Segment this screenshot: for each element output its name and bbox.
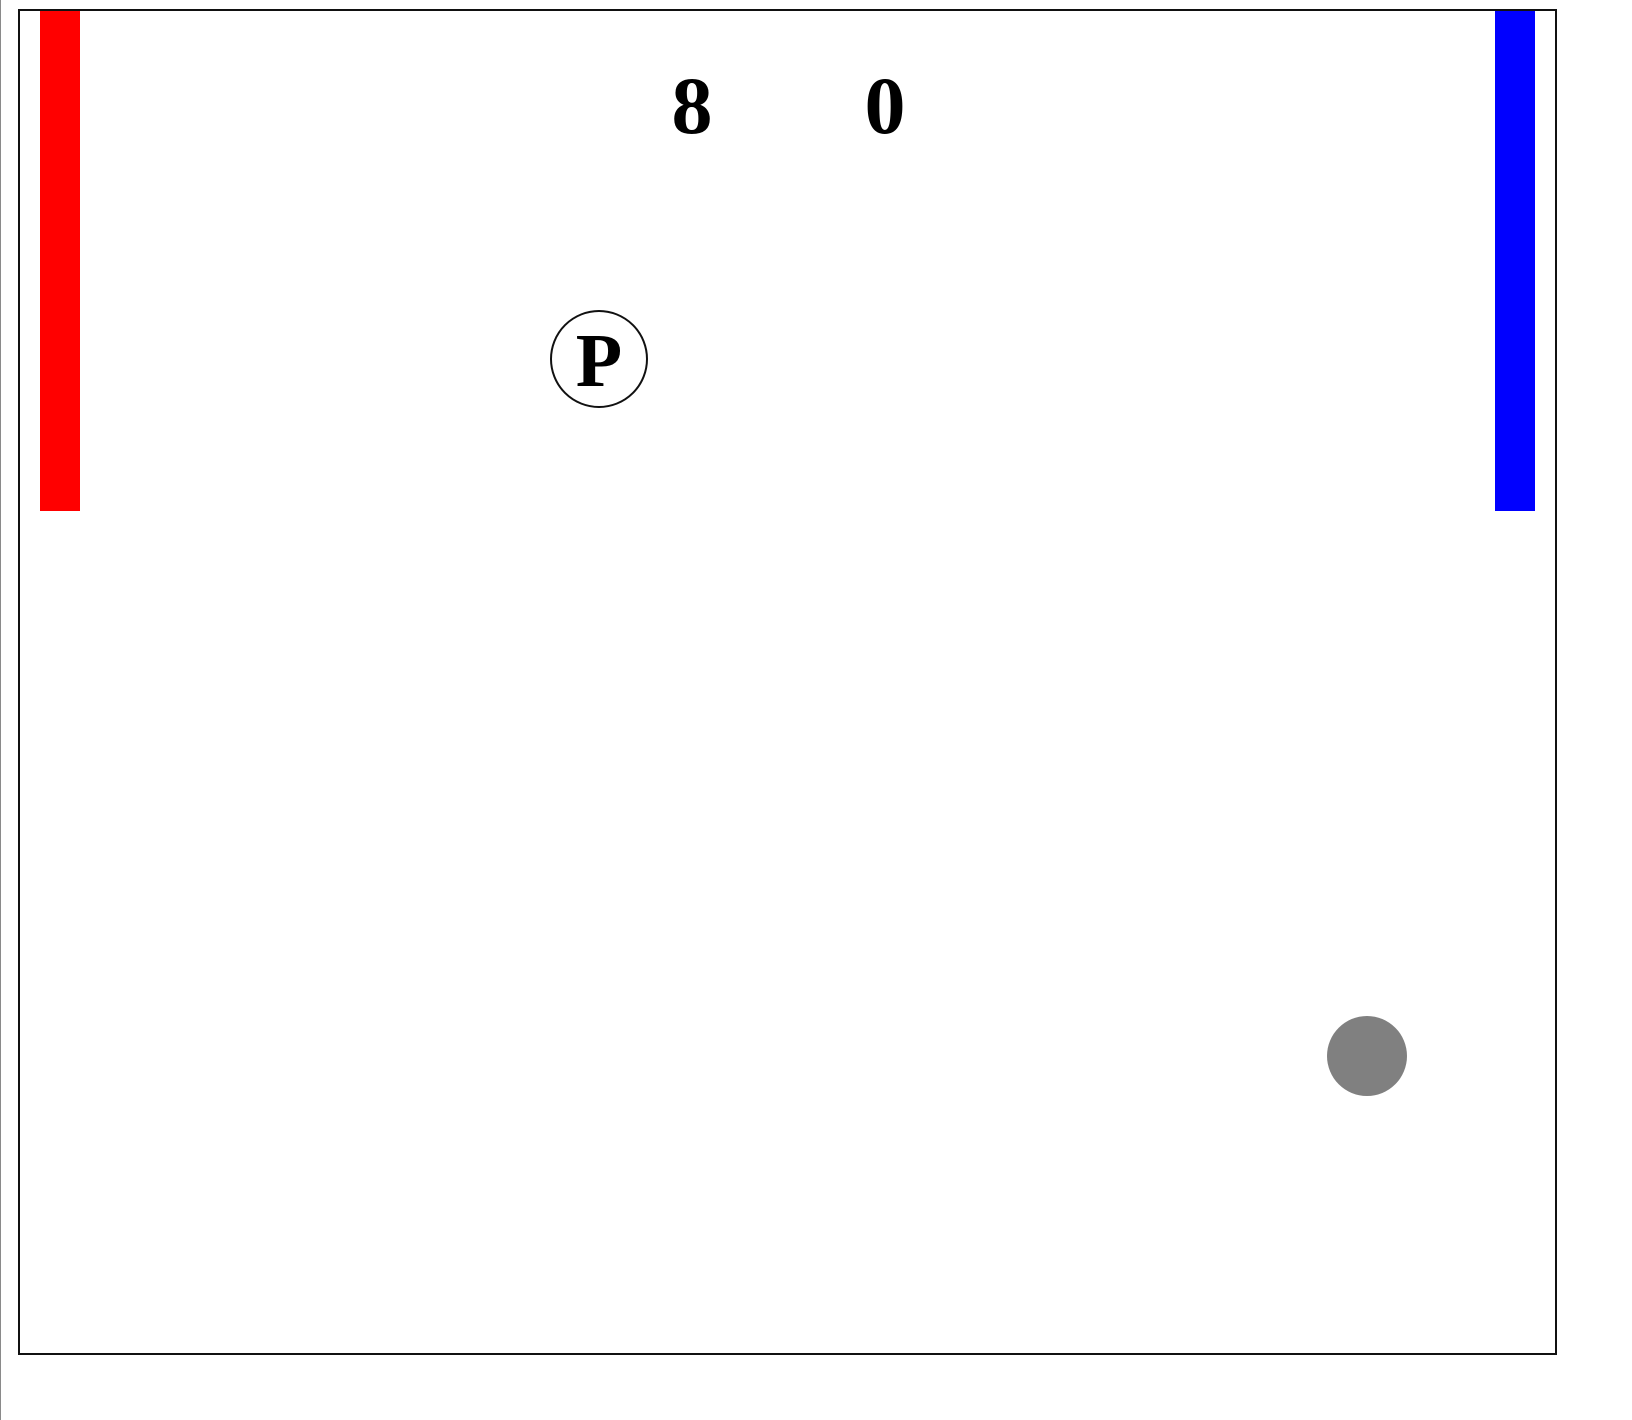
- window-left-edge: [0, 0, 1, 1420]
- right-score: 0: [864, 60, 906, 151]
- pause-button[interactable]: P: [550, 310, 648, 408]
- left-score: 8: [671, 60, 713, 151]
- game-board[interactable]: 8 0 P: [18, 9, 1557, 1355]
- right-paddle[interactable]: [1495, 11, 1535, 511]
- ball: [1327, 1016, 1407, 1096]
- left-paddle[interactable]: [40, 11, 80, 511]
- pause-button-label: P: [575, 319, 623, 403]
